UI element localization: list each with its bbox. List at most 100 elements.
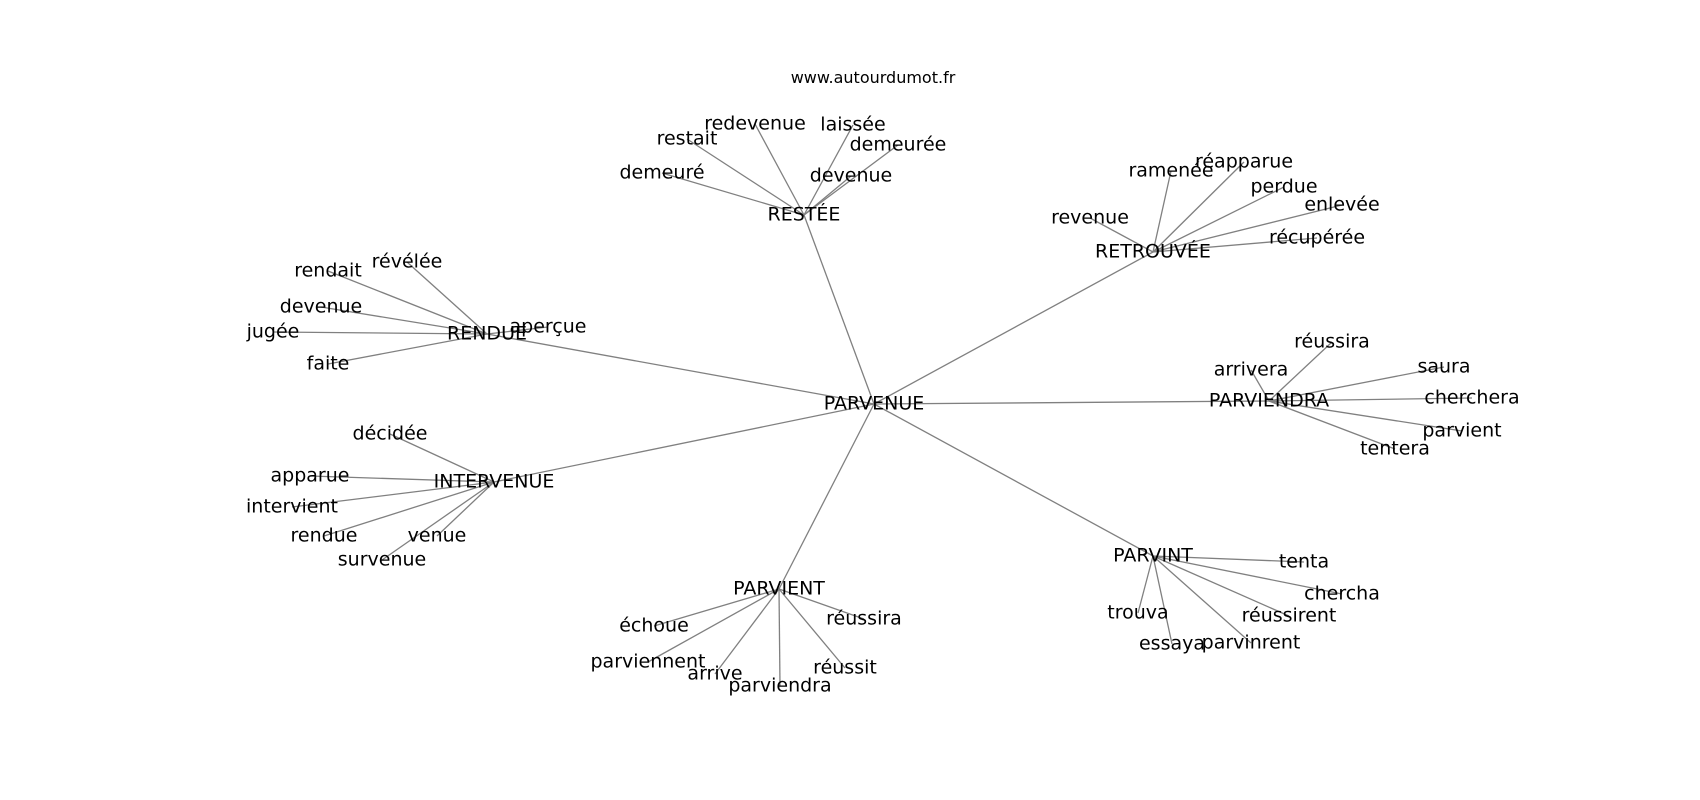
edge-hub-leaf bbox=[327, 333, 488, 365]
edge-hub-leaf bbox=[1152, 555, 1173, 645]
leaf-node: redevenue bbox=[704, 113, 806, 135]
leaf-node: faite bbox=[307, 353, 350, 375]
leaf-node: trouva bbox=[1107, 602, 1168, 624]
edge-hub-leaf bbox=[389, 433, 495, 483]
edge-hub-leaf bbox=[686, 138, 805, 216]
leaf-node: parvient bbox=[1422, 420, 1501, 442]
source-url: www.autourdumot.fr bbox=[791, 68, 956, 87]
edge-center-hub bbox=[778, 403, 875, 590]
edge-center-hub bbox=[493, 403, 875, 483]
leaf-node: réussira bbox=[826, 608, 902, 630]
leaf-node: demeuré bbox=[619, 162, 704, 184]
leaf-node: revenue bbox=[1051, 207, 1129, 229]
edge-hub-leaf bbox=[1268, 341, 1333, 402]
edge-hub-leaf bbox=[778, 588, 781, 687]
leaf-node: cherchera bbox=[1424, 387, 1519, 409]
leaf-node: arrive bbox=[687, 663, 742, 685]
center-node: PARVENUE bbox=[824, 393, 925, 415]
edge-hub-leaf bbox=[1268, 397, 1473, 402]
edge-hub-leaf bbox=[1268, 400, 1463, 432]
edge-hub-leaf bbox=[661, 172, 805, 216]
edge-hub-leaf bbox=[778, 588, 865, 620]
edge-hub-leaf bbox=[803, 124, 854, 216]
leaf-node: essaya bbox=[1139, 633, 1205, 655]
edge-center-hub bbox=[486, 333, 875, 405]
leaf-node: aperçue bbox=[510, 316, 587, 338]
edge-hub-leaf bbox=[1152, 204, 1343, 253]
hub-node: RENDUE bbox=[447, 323, 527, 345]
edge-hub-leaf bbox=[803, 175, 852, 216]
edge-hub-leaf bbox=[486, 326, 549, 335]
leaf-node: apparue bbox=[271, 465, 350, 487]
edge-hub-leaf bbox=[653, 588, 780, 627]
edge-hub-leaf bbox=[436, 481, 495, 537]
edge-hub-leaf bbox=[1152, 161, 1245, 253]
edge-hub-leaf bbox=[1152, 186, 1285, 253]
edge-hub-leaf bbox=[754, 123, 805, 216]
edge-hub-leaf bbox=[323, 481, 495, 537]
hub-node: PARVINT bbox=[1113, 545, 1193, 567]
leaf-node: saura bbox=[1417, 356, 1470, 378]
leaf-node: devenue bbox=[810, 165, 892, 187]
leaf-node: parviennent bbox=[591, 651, 706, 673]
leaf-node: révélée bbox=[372, 251, 443, 273]
leaf-node: laissée bbox=[820, 114, 885, 136]
edge-hub-leaf bbox=[647, 588, 780, 663]
leaf-node: parviendra bbox=[728, 675, 831, 697]
leaf-node: rendait bbox=[294, 260, 362, 282]
edge-hub-leaf bbox=[1152, 237, 1318, 253]
hub-node: RESTÉE bbox=[768, 203, 841, 226]
edge-hub-leaf bbox=[291, 481, 495, 508]
edge-hub-leaf bbox=[1152, 555, 1290, 617]
leaf-node: tenta bbox=[1279, 551, 1329, 573]
edge-hub-leaf bbox=[320, 306, 488, 335]
hub-node: PARVIENDRA bbox=[1209, 390, 1329, 412]
leaf-node: arrivera bbox=[1214, 359, 1289, 381]
edge-center-hub bbox=[803, 214, 875, 405]
leaf-node: restait bbox=[657, 128, 718, 150]
edge-hub-leaf bbox=[714, 588, 780, 675]
edge-hub-leaf bbox=[381, 481, 495, 561]
leaf-node: réussirent bbox=[1242, 605, 1337, 627]
hub-node: RETROUVÉE bbox=[1095, 240, 1211, 263]
edge-center-hub bbox=[873, 403, 1154, 557]
leaf-node: intervient bbox=[246, 496, 338, 518]
edge-hub-leaf bbox=[1152, 555, 1305, 563]
edge-hub-leaf bbox=[1089, 217, 1154, 253]
leaf-node: survenue bbox=[338, 549, 426, 571]
leaf-node: réussit bbox=[813, 657, 877, 679]
leaf-node: enlevée bbox=[1304, 194, 1379, 216]
edge-hub-leaf bbox=[803, 144, 899, 216]
edge-center-hub bbox=[873, 251, 1154, 405]
leaf-node: jugée bbox=[246, 321, 300, 343]
labels-layer: www.autourdumot.fr PARVENUE RESTÉE redeven… bbox=[246, 68, 1520, 697]
edge-hub-leaf bbox=[327, 270, 488, 335]
hub-node: INTERVENUE bbox=[434, 471, 555, 493]
edge-hub-leaf bbox=[272, 331, 488, 335]
edge-hub-leaf bbox=[1152, 555, 1252, 644]
edges-layer bbox=[272, 123, 1473, 687]
edge-center-hub bbox=[873, 400, 1270, 405]
edge-hub-leaf bbox=[406, 261, 488, 335]
leaf-node: venue bbox=[408, 525, 467, 547]
edge-hub-leaf bbox=[1137, 555, 1154, 614]
leaf-node: échoue bbox=[619, 615, 689, 637]
leaf-node: rendue bbox=[291, 525, 358, 547]
leaf-node: réussira bbox=[1294, 331, 1370, 353]
edge-hub-leaf bbox=[1152, 555, 1343, 595]
leaf-node: perdue bbox=[1250, 176, 1317, 198]
leaf-node: ramenée bbox=[1128, 160, 1213, 182]
leaf-node: récupérée bbox=[1269, 227, 1365, 249]
hub-node: PARVIENT bbox=[733, 578, 825, 600]
leaf-node: parvinrent bbox=[1202, 632, 1301, 654]
edge-hub-leaf bbox=[1152, 170, 1172, 253]
leaf-node: demeurée bbox=[850, 134, 947, 156]
leaf-node: décidée bbox=[353, 423, 428, 445]
edge-hub-leaf bbox=[1250, 369, 1270, 402]
leaf-node: devenue bbox=[280, 296, 362, 318]
leaf-node: réapparue bbox=[1195, 151, 1293, 173]
edge-hub-leaf bbox=[778, 588, 846, 669]
leaf-node: chercha bbox=[1304, 583, 1380, 605]
edge-hub-leaf bbox=[1268, 400, 1396, 450]
